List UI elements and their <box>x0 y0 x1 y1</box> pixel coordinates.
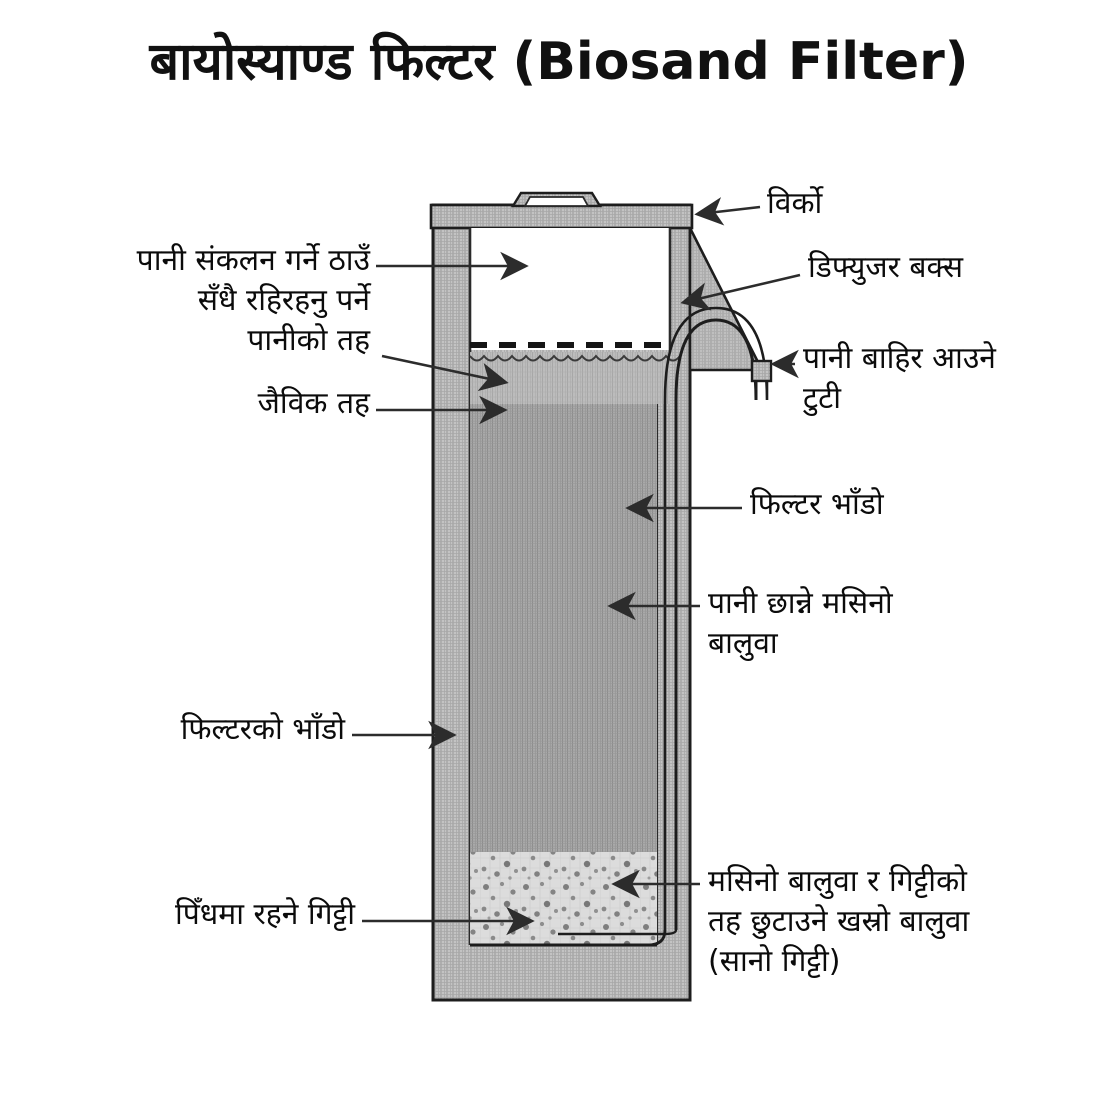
gravel-bed <box>470 852 657 945</box>
label-coarse-sand-line1: मसिनो बालुवा र गिट्टीको <box>708 864 967 899</box>
label-fine-sand-line1: पानी छान्ने मसिनो <box>708 586 893 621</box>
label-filter-vessel-right: फिल्टर भाँडो <box>750 487 884 522</box>
label-fine-sand-line2: बालुवा <box>708 626 778 661</box>
label-lid: विर्को <box>767 186 823 221</box>
outlet-pipe-bottom-bend-inner <box>558 929 678 936</box>
lid-handle-inner <box>523 196 590 207</box>
label-coarse-sand-line3: (सानो गिट्टी) <box>708 944 841 979</box>
label-standing-water-line1: सँधै रहिरहनु पर्ने <box>197 283 370 318</box>
label-filter-vessel-left: फिल्टरको भाँडो <box>180 712 345 747</box>
filter-vessel <box>429 191 773 1002</box>
label-biolayer: जैविक तह <box>257 386 370 421</box>
label-coarse-sand-line2: तह छुटाउने खस्रो बालुवा <box>708 904 970 939</box>
label-bottom-gravel: पिँधमा रहने गिट्टी <box>175 897 355 932</box>
biolayer-wavy-surface <box>469 354 681 362</box>
fine-sand-layer <box>470 352 657 852</box>
label-water-collection: पानी संकलन गर्ने ठाउँ <box>136 243 370 278</box>
label-diffuser-box: डिफ्युजर बक्स <box>808 250 964 285</box>
outlet-pipe-inner <box>663 306 769 930</box>
lid <box>429 203 694 230</box>
water-reservoir-cavity <box>470 228 670 350</box>
outlet-tap-spout <box>750 359 773 383</box>
label-outlet-tap-line1: पानी बाहिर आउने <box>803 341 996 376</box>
leader-standing-water <box>381 354 509 392</box>
leader-diffuser-box <box>680 273 801 311</box>
label-standing-water-line2: पानीको तह <box>247 323 370 358</box>
leader-lid <box>694 197 761 226</box>
page-title: बायोस्याण्ड फिल्टर (Biosand Filter) <box>149 32 969 92</box>
label-outlet-tap-line2: टुटी <box>803 381 842 416</box>
leader-lines <box>352 197 801 936</box>
biolayer <box>470 352 670 404</box>
